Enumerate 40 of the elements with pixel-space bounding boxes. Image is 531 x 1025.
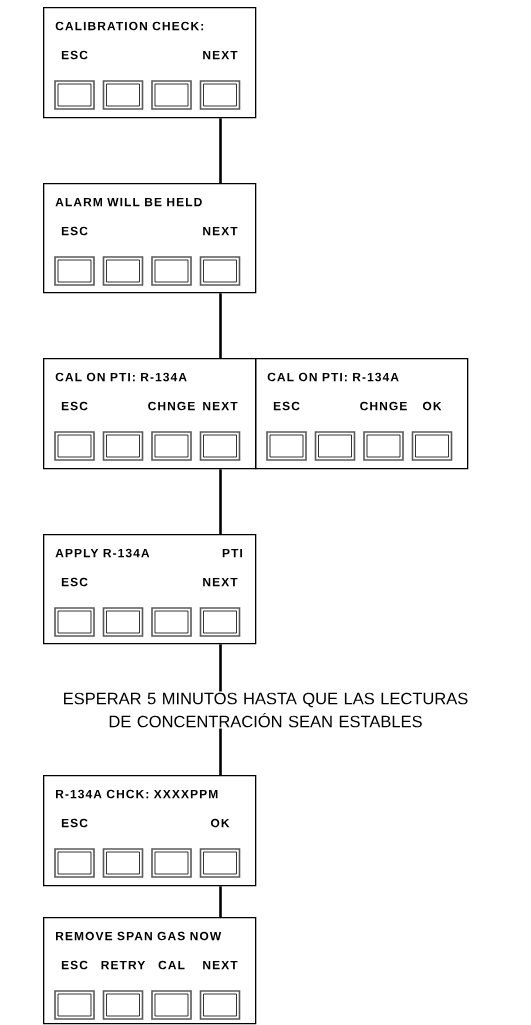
softkey-label: ESC [61,577,88,587]
connector-line [219,886,222,917]
display-text: CALIBRATION CHECK: [55,21,204,31]
softkey-label: NEXT [203,577,238,587]
softkey-label: OK [210,818,230,828]
softkey-label: ESC [61,818,88,828]
display-panel [43,917,257,1025]
display-text: REMOVE SPAN GAS NOW [56,931,222,941]
display-text: R-134A CHCK: XXXXPPM [56,789,218,799]
display-text: APPLY R-134A [55,548,150,558]
softkey-label: RETRY [101,960,146,970]
softkey-label: CHNGE [360,401,407,411]
softkey-label: ESC [61,50,88,60]
softkey-label: ESC [61,226,88,236]
display-text: ALARM WILL BE HELD [55,197,202,207]
softkey-label: NEXT [203,401,238,411]
softkey-label: CAL [158,960,185,970]
softkey-label: ESC [273,401,300,411]
connector-line [219,469,222,534]
display-panel [43,358,257,470]
softkey-label: ESC [61,960,88,970]
connector-line [219,293,222,358]
display-panel [255,358,469,470]
connector-line [219,118,222,183]
display-panel [43,183,257,294]
softkey-label: NEXT [203,50,238,60]
softkey-label: NEXT [203,960,238,970]
softkey-label: OK [422,401,442,411]
display-panel [43,7,257,119]
display-panel [43,775,257,887]
instruction-text: ESPERAR 5 MINUTOS HASTA QUE LAS LECTURAS DE CONCENTRACIÓN SEAN ESTABLES [64,692,468,728]
display-text: CAL ON PTI: R-134A [267,372,399,382]
display-text: CAL ON PTI: R-134A [55,372,187,382]
softkey-label: ESC [61,401,88,411]
softkey-label: CHNGE [148,401,195,411]
connector-line [219,728,222,775]
display-panel [43,534,257,645]
connector-line [219,644,222,692]
softkey-label: NEXT [203,226,238,236]
display-text: PTI [222,548,242,558]
